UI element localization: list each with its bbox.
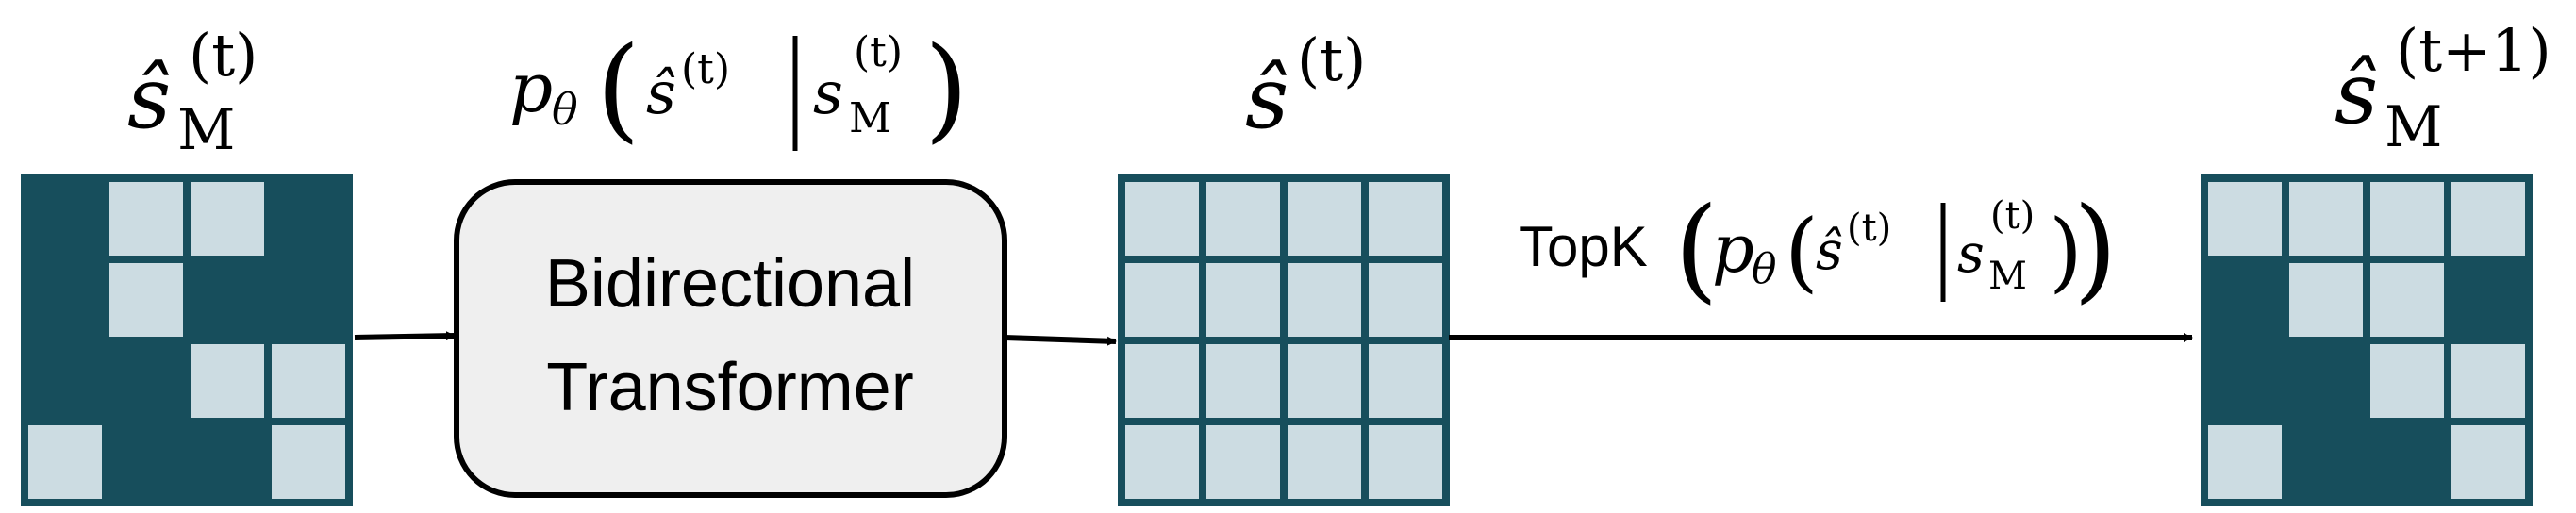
output-mask-cell-r0c0 [2208, 182, 2282, 256]
prediction-cell-r1c3 [1369, 263, 1442, 337]
model-prob-lparen: ( [596, 24, 640, 155]
input-mask-grid [21, 174, 353, 506]
model-prob-rparen: ) [924, 24, 969, 155]
arrow-mask-to-transformer [354, 331, 456, 341]
label-input-mask: ŝ M (t) [127, 21, 258, 163]
prediction-cell-r3c0 [1125, 425, 1199, 499]
input-mask-base: ŝ [127, 49, 171, 148]
model-prob-p: p [509, 48, 553, 127]
topk-s: s [1957, 223, 1985, 285]
model-prob-sup2: (t) [854, 28, 903, 76]
topk-theta: θ [1752, 245, 1777, 293]
prediction-base: ŝ [1245, 49, 1288, 148]
prediction-cell-r2c0 [1125, 344, 1199, 418]
output-mask-sup: (t+1) [2396, 16, 2551, 85]
input-mask-cell-r0c2 [191, 182, 264, 256]
input-mask-cell-r2c3 [272, 344, 345, 418]
topk-sup: (t) [1847, 207, 1891, 250]
topk-shat: ŝ [1816, 221, 1843, 282]
prediction-cell-r2c1 [1206, 344, 1280, 418]
output-mask-cell-r2c2 [2370, 344, 2444, 418]
label-output-mask: ŝ M (t+1) [2335, 16, 2551, 160]
output-mask-cell-r1c1 [2289, 263, 2363, 337]
input-mask-cell-r3c3 [272, 425, 345, 499]
output-mask-sub: M [2385, 94, 2442, 160]
topk-inner-rparen: ) [2049, 201, 2083, 302]
output-mask-cell-r2c3 [2451, 344, 2525, 418]
model-prob-s: s [813, 58, 843, 127]
input-mask-sub: M [177, 97, 235, 163]
prediction-cell-r1c2 [1288, 263, 1361, 337]
model-prob-shat: ŝ [646, 58, 676, 127]
model-prob-sub: M [849, 94, 891, 142]
model-prob-sup: (t) [681, 45, 730, 93]
input-mask-cell-r2c2 [191, 344, 264, 418]
bidirectional-transformer-box: Bidirectional Transformer [454, 179, 1007, 498]
input-mask-cell-r0c1 [109, 182, 183, 256]
prediction-grid [1118, 174, 1450, 506]
input-mask-sup: (t) [189, 21, 258, 90]
output-mask-cell-r1c2 [2370, 263, 2444, 337]
output-mask-grid [2201, 174, 2533, 506]
label-topk: TopK ( p θ ( ŝ (t) s M (t) ) ) [1519, 184, 2118, 315]
label-prediction: ŝ (t) [1245, 25, 1366, 148]
topk-text: TopK [1519, 215, 1648, 278]
prediction-cell-r1c0 [1125, 263, 1199, 337]
prediction-cell-r2c3 [1369, 344, 1442, 418]
prediction-cell-r0c2 [1288, 182, 1361, 256]
prediction-cell-r0c1 [1206, 182, 1280, 256]
label-model-prob: p θ ( ŝ (t) s M (t) ) [509, 24, 969, 155]
output-mask-cell-r3c0 [2208, 425, 2282, 499]
topk-sup2: (t) [1990, 194, 2035, 238]
topk-p: p [1712, 210, 1754, 288]
transformer-box-shape [454, 179, 1007, 498]
prediction-cell-r2c2 [1288, 344, 1361, 418]
output-mask-cell-r0c2 [2370, 182, 2444, 256]
topk-sub: M [1988, 255, 2027, 298]
prediction-sup: (t) [1297, 25, 1366, 94]
output-mask-cell-r0c3 [2451, 182, 2525, 256]
output-mask-cell-r3c3 [2451, 425, 2525, 499]
topk-inner-lparen: ( [1785, 201, 1819, 302]
input-mask-cell-r3c0 [28, 425, 102, 499]
transformer-label-line1: Bidirectional [545, 246, 915, 322]
arrow-transformer-to-prediction [1004, 335, 1117, 346]
output-mask-cell-r0c1 [2289, 182, 2363, 256]
prediction-cell-r1c1 [1206, 263, 1280, 337]
model-prob-theta: θ [552, 84, 578, 135]
output-mask-base: ŝ [2335, 44, 2378, 143]
transformer-label-line2: Transformer [546, 350, 913, 425]
topk-outer-lparen: ( [1674, 184, 1719, 315]
prediction-cell-r0c3 [1369, 182, 1442, 256]
prediction-cell-r3c1 [1206, 425, 1280, 499]
topk-outer-rparen: ) [2073, 184, 2118, 315]
prediction-cell-r0c0 [1125, 182, 1199, 256]
prediction-cell-r3c2 [1288, 425, 1361, 499]
input-mask-cell-r1c1 [109, 263, 183, 337]
prediction-cell-r3c3 [1369, 425, 1442, 499]
